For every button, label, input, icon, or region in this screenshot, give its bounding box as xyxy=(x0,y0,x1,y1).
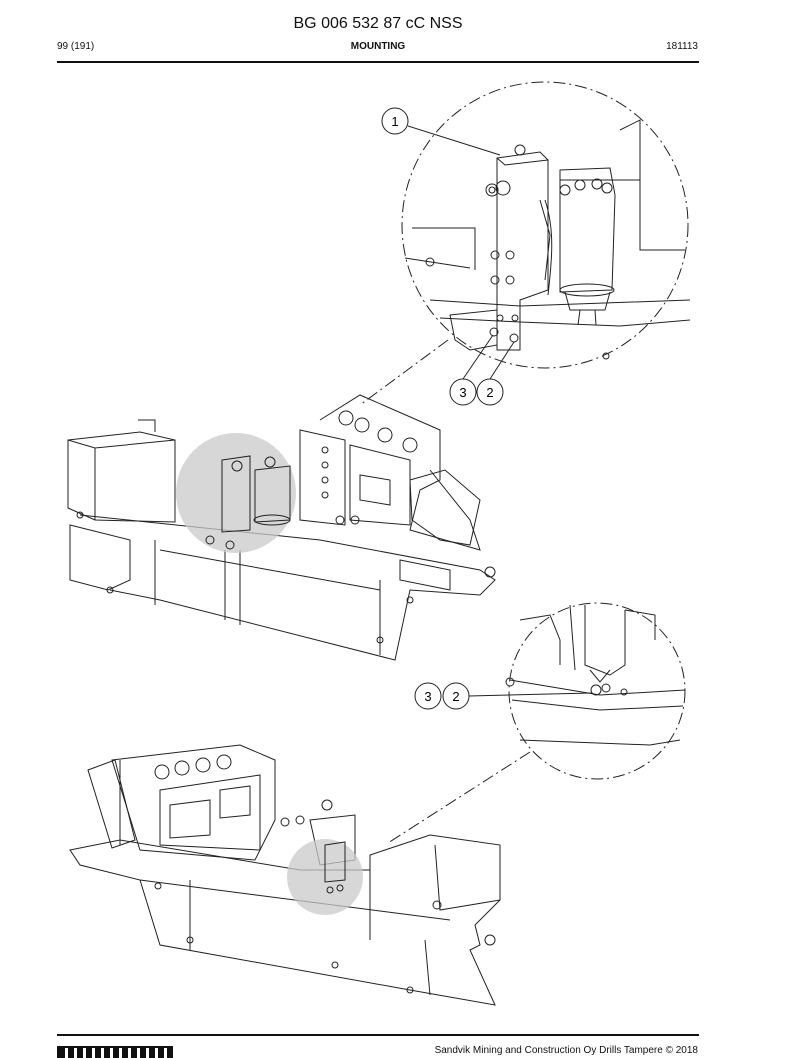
sandvik-logo-icon xyxy=(57,1046,173,1058)
mount-plate xyxy=(449,309,498,351)
machine-view-1 xyxy=(67,394,496,661)
footer-copyright: Sandvik Mining and Construction Oy Drill… xyxy=(434,1045,698,1056)
callouts-bottom xyxy=(387,682,593,844)
detail-view-top xyxy=(401,81,691,369)
callout-2-top-label: 2 xyxy=(486,385,493,400)
callouts-top xyxy=(359,107,515,406)
footer-rule xyxy=(57,1034,699,1036)
callout-2-bottom-label: 2 xyxy=(452,689,459,704)
document-title: BG 006 532 87 cC NSS xyxy=(293,15,463,32)
callout-3-bottom-label: 3 xyxy=(424,689,431,704)
right-frame xyxy=(560,119,685,251)
display-screen xyxy=(169,799,211,839)
filter-bottom xyxy=(559,283,615,297)
callout-1 xyxy=(381,107,409,135)
tank-box xyxy=(67,431,176,523)
base-frame xyxy=(79,514,496,661)
callout-1-label: 1 xyxy=(391,114,398,129)
section-title: MOUNTING xyxy=(350,41,406,52)
callout-3-bottom xyxy=(414,682,442,710)
page-number: 99 (191) xyxy=(57,41,95,52)
hose xyxy=(539,199,553,296)
control-panel xyxy=(319,394,481,551)
callout-3-top-label: 3 xyxy=(459,385,466,400)
highlight-circle-1 xyxy=(176,433,296,553)
machine-view-2 xyxy=(69,744,501,1006)
document-date: 181113 xyxy=(666,41,698,52)
detail-circle-bottom xyxy=(508,602,686,780)
filter-housing xyxy=(559,167,616,293)
control-unit xyxy=(111,744,276,861)
header-rule xyxy=(57,61,699,63)
bracket-plate xyxy=(496,151,549,351)
detail-view-bottom xyxy=(505,602,686,780)
detail-circle-top xyxy=(401,81,689,369)
base-frame-2 xyxy=(69,834,501,1006)
display-box xyxy=(359,474,391,506)
frame-lines xyxy=(404,227,691,327)
